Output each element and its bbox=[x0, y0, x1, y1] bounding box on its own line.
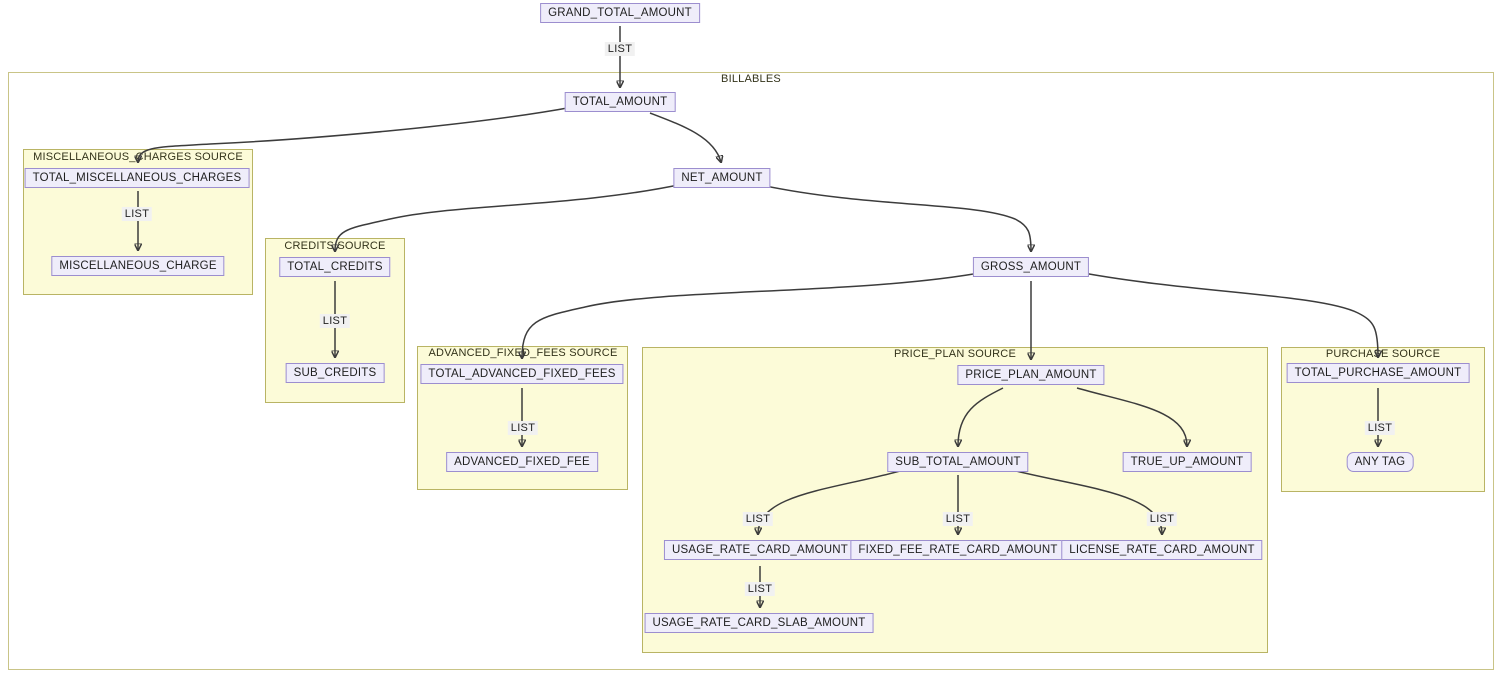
edge-label-list: LIST bbox=[744, 582, 776, 596]
node-fixed-fee-rate-card-amount[interactable]: FIXED_FEE_RATE_CARD_AMOUNT bbox=[850, 540, 1066, 560]
node-price-plan-amount[interactable]: PRICE_PLAN_AMOUNT bbox=[957, 365, 1105, 385]
edge-label-list: LIST bbox=[507, 421, 539, 435]
node-gross-amount[interactable]: GROSS_AMOUNT bbox=[972, 257, 1090, 277]
node-sub-total-amount[interactable]: SUB_TOTAL_AMOUNT bbox=[887, 452, 1029, 472]
group-label-purchase-source: PURCHASE SOURCE bbox=[1325, 348, 1441, 360]
billables-container-label: BILLABLES bbox=[721, 73, 781, 85]
node-total-miscellaneous-charges[interactable]: TOTAL_MISCELLANEOUS_CHARGES bbox=[24, 168, 250, 188]
edge-label-list: LIST bbox=[742, 512, 774, 526]
node-usage-rate-card-slab-amount[interactable]: USAGE_RATE_CARD_SLAB_AMOUNT bbox=[644, 613, 874, 633]
edge-label-list: LIST bbox=[319, 314, 351, 328]
group-label-price-plan-source: PRICE_PLAN SOURCE bbox=[894, 348, 1016, 360]
group-label-miscellaneous-charges-source: MISCELLANEOUS_CHARGES SOURCE bbox=[33, 151, 243, 163]
node-license-rate-card-amount[interactable]: LICENSE_RATE_CARD_AMOUNT bbox=[1061, 540, 1263, 560]
node-total-amount[interactable]: TOTAL_AMOUNT bbox=[564, 92, 676, 112]
node-net-amount[interactable]: NET_AMOUNT bbox=[673, 168, 771, 188]
node-total-advanced-fixed-fees[interactable]: TOTAL_ADVANCED_FIXED_FEES bbox=[420, 364, 624, 384]
node-true-up-amount[interactable]: TRUE_UP_AMOUNT bbox=[1122, 452, 1252, 472]
group-label-advanced-fixed-fees-source: ADVANCED_FIXED_FEES SOURCE bbox=[428, 347, 618, 359]
node-any-tag[interactable]: ANY TAG bbox=[1346, 452, 1414, 472]
edge-label-list: LIST bbox=[942, 512, 974, 526]
node-sub-credits[interactable]: SUB_CREDITS bbox=[285, 363, 385, 383]
edge-label-list: LIST bbox=[121, 207, 153, 221]
edge-label-list: LIST bbox=[1146, 512, 1178, 526]
node-total-purchase-amount[interactable]: TOTAL_PURCHASE_AMOUNT bbox=[1286, 363, 1470, 383]
node-miscellaneous-charge[interactable]: MISCELLANEOUS_CHARGE bbox=[51, 256, 225, 276]
edge-label-list: LIST bbox=[1364, 421, 1396, 435]
edge-label-list: LIST bbox=[604, 42, 636, 56]
node-grand-total-amount[interactable]: GRAND_TOTAL_AMOUNT bbox=[540, 3, 700, 23]
node-total-credits[interactable]: TOTAL_CREDITS bbox=[279, 257, 391, 277]
node-usage-rate-card-amount[interactable]: USAGE_RATE_CARD_AMOUNT bbox=[663, 540, 857, 560]
group-price-plan-source bbox=[642, 347, 1268, 653]
node-advanced-fixed-fee[interactable]: ADVANCED_FIXED_FEE bbox=[446, 452, 598, 472]
group-label-credits-source: CREDITS SOURCE bbox=[284, 240, 386, 252]
